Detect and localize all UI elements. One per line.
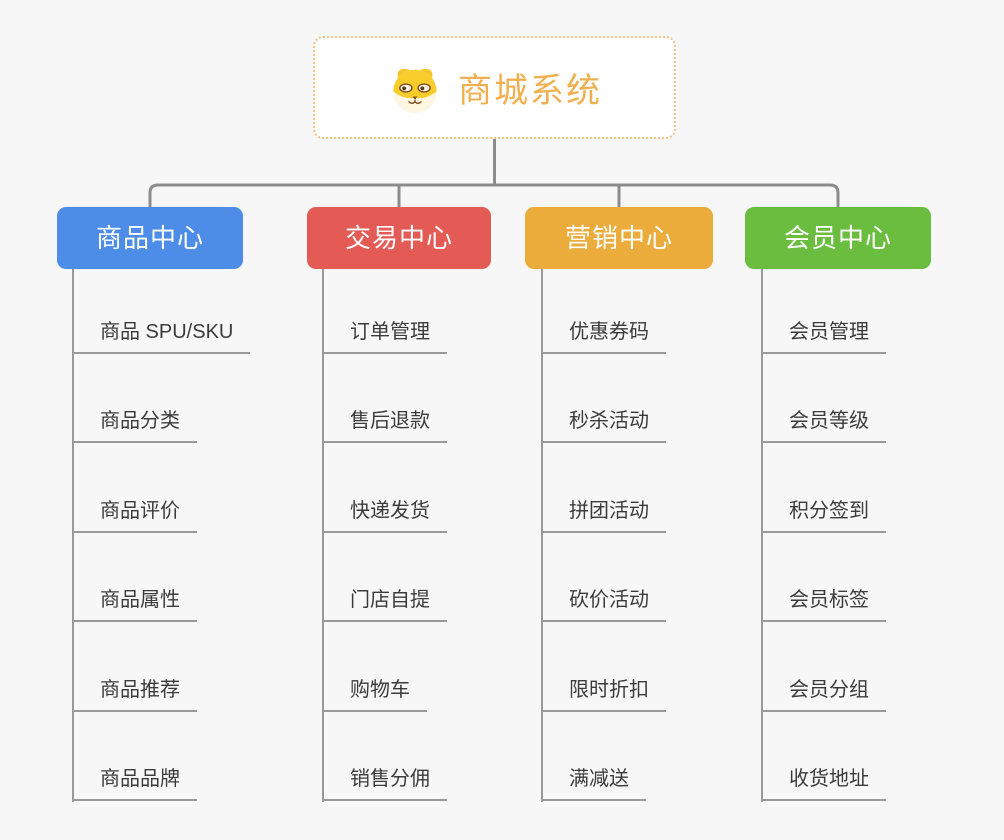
subtopic[interactable]: 商品品牌 [72, 767, 197, 801]
subtopic[interactable]: 商品属性 [72, 588, 197, 622]
subtopic[interactable]: 商品推荐 [72, 678, 197, 712]
dog-face-icon [393, 68, 437, 113]
subtopic[interactable]: 拼团活动 [541, 499, 666, 533]
root-title: 商城系统 [458, 72, 602, 110]
subtopic[interactable]: 限时折扣 [541, 678, 666, 712]
subtopic[interactable]: 会员分组 [761, 678, 886, 712]
subtopic[interactable]: 快递发货 [322, 499, 447, 533]
subtopic[interactable]: 门店自提 [322, 588, 447, 622]
subtopic[interactable]: 满减送 [541, 767, 646, 801]
subtopic[interactable]: 会员等级 [761, 409, 886, 443]
branch-marketing-center[interactable]: 营销中心 [525, 207, 713, 269]
subtopic[interactable]: 售后退款 [322, 409, 447, 443]
branch-bus-line [148, 183, 840, 208]
subtopic[interactable]: 订单管理 [322, 320, 447, 354]
subtopic[interactable]: 购物车 [322, 678, 427, 712]
trunk-line [541, 269, 543, 802]
subtopic[interactable]: 销售分佣 [322, 767, 447, 801]
branch-member-center[interactable]: 会员中心 [745, 207, 931, 269]
subtopic[interactable]: 商品分类 [72, 409, 197, 443]
subtopic[interactable]: 优惠券码 [541, 320, 666, 354]
subtopic[interactable]: 砍价活动 [541, 588, 666, 622]
subtopic[interactable]: 收货地址 [761, 767, 886, 801]
branch-trade-center[interactable]: 交易中心 [307, 207, 491, 269]
trunk-line [72, 269, 74, 802]
subtopic[interactable]: 会员标签 [761, 588, 886, 622]
trunk-line [761, 269, 763, 802]
subtopic[interactable]: 商品评价 [72, 499, 197, 533]
subtopic[interactable]: 会员管理 [761, 320, 886, 354]
subtopic[interactable]: 积分签到 [761, 499, 886, 533]
branch-product-center[interactable]: 商品中心 [57, 207, 243, 269]
subtopic[interactable]: 秒杀活动 [541, 409, 666, 443]
root-node-mall-system[interactable]: 商城系统 [313, 36, 676, 139]
subtopic[interactable]: 商品 SPU/SKU [72, 320, 251, 354]
trunk-line [322, 269, 324, 802]
